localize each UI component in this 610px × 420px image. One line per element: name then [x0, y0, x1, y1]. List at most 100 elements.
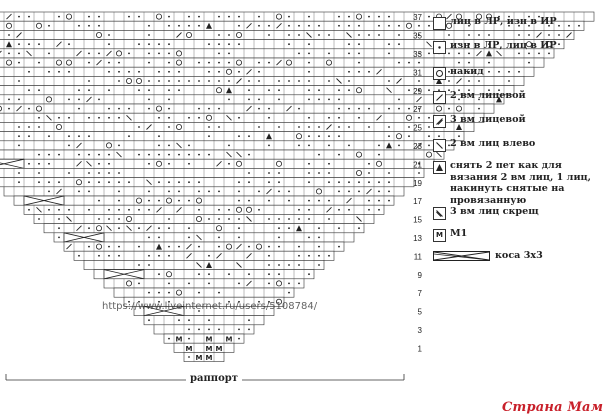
purl-dot [298, 52, 300, 55]
yarn-over-symbol [96, 32, 103, 39]
k2tog-symbol [396, 78, 402, 84]
ssk-symbol [436, 151, 442, 158]
purl-dot [148, 61, 150, 64]
purl-dot [168, 107, 170, 110]
k2tog-symbol [56, 188, 62, 195]
yarn-over-symbol [215, 225, 222, 232]
purl-dot [138, 208, 140, 211]
yarn-over-symbol [155, 13, 162, 20]
purl-dot [88, 15, 90, 18]
purl-dot [168, 282, 170, 285]
purl-dot [208, 254, 210, 257]
purl-dot [208, 328, 210, 331]
purl-dot [268, 107, 270, 110]
m1-symbol: M [206, 354, 213, 362]
purl-dot [278, 126, 280, 128]
purl-dot [358, 24, 360, 27]
legend-item-k3tog-crossed: 3 вм лиц скрещ [433, 206, 539, 220]
purl-dot [238, 70, 240, 73]
purl-dot [48, 70, 50, 73]
purl-dot [328, 254, 330, 257]
purl-dot [168, 52, 170, 55]
yarn-over-symbol [175, 59, 182, 66]
purl-dot [258, 107, 260, 110]
purl-dot [308, 208, 310, 211]
ssk-symbol [226, 151, 232, 158]
purl-dot [468, 116, 470, 119]
yarn-over-symbol [255, 243, 262, 250]
purl-dot [148, 199, 150, 202]
k2tog-symbol [346, 197, 352, 204]
purl-dot [198, 291, 200, 294]
purl-dot [448, 80, 450, 82]
purl-dot [328, 98, 330, 101]
row-number: 23 [413, 142, 422, 151]
k2tog-symbol [236, 78, 242, 84]
purl-dot [348, 208, 350, 211]
purl-dot [268, 218, 270, 220]
purl-dot [468, 89, 470, 92]
row-number: 35 [413, 32, 422, 41]
yarn-over-symbol [275, 280, 282, 287]
yarn-over-symbol [225, 68, 232, 75]
purl-dot [318, 245, 320, 248]
yarn-over-symbol [155, 160, 162, 167]
purl-dot [428, 135, 430, 138]
purl-dot [198, 245, 200, 248]
purl-dot [308, 254, 310, 257]
yarn-over-symbol [116, 50, 123, 57]
yarn-over-symbol [526, 41, 533, 48]
purl-dot [268, 24, 270, 27]
purl-dot [48, 52, 50, 55]
k2tog-symbol [0, 50, 2, 54]
yarn-over-symbol [175, 50, 182, 57]
purl-dot [378, 153, 380, 156]
chart-row [0, 168, 425, 178]
purl-dot [118, 61, 120, 64]
purl-dot [448, 144, 450, 147]
purl-dot [298, 144, 300, 147]
purl-dot [238, 218, 240, 220]
purl-dot [458, 61, 460, 64]
purl-dot [518, 34, 520, 36]
purl-dot [218, 52, 220, 55]
purl-dot [158, 273, 160, 276]
purl-dot [158, 70, 160, 73]
purl-dot [488, 43, 490, 46]
purl-dot [128, 208, 130, 211]
purl-dot [18, 181, 20, 184]
yarn-over-symbol [275, 298, 282, 305]
purl-dot [118, 116, 120, 119]
purl-dot [308, 80, 310, 82]
purl-dot [378, 208, 380, 211]
purl-dot [438, 89, 440, 92]
purl-dot [388, 190, 390, 193]
purl-dot [88, 208, 90, 211]
m1-symbol: M [186, 345, 193, 353]
cable-line [63, 232, 105, 243]
purl-dot [208, 135, 210, 138]
purl-dot [298, 126, 300, 128]
k2tog-symbol [416, 96, 422, 103]
purl-dot [558, 43, 560, 46]
purl-dot [188, 282, 190, 285]
purl-dot [108, 70, 110, 73]
k2tog-symbol [76, 142, 82, 149]
purl-dot [248, 273, 250, 276]
k2tog-symbol [326, 206, 332, 213]
purl-dot [48, 162, 50, 165]
purl-dot [208, 61, 210, 64]
letter-m-icon: M [433, 229, 446, 242]
purl-dot [258, 98, 260, 101]
purl-dot [288, 190, 290, 193]
dot-icon [433, 41, 446, 54]
centered-decrease-symbol [226, 87, 232, 94]
purl-dot [468, 61, 470, 64]
legend-label: M1 [450, 228, 468, 239]
purl-dot [538, 52, 540, 55]
purl-dot [158, 135, 160, 138]
purl-dot [168, 80, 170, 82]
purl-dot [88, 24, 90, 27]
ssk-symbol [106, 225, 112, 232]
purl-dot [428, 52, 430, 55]
